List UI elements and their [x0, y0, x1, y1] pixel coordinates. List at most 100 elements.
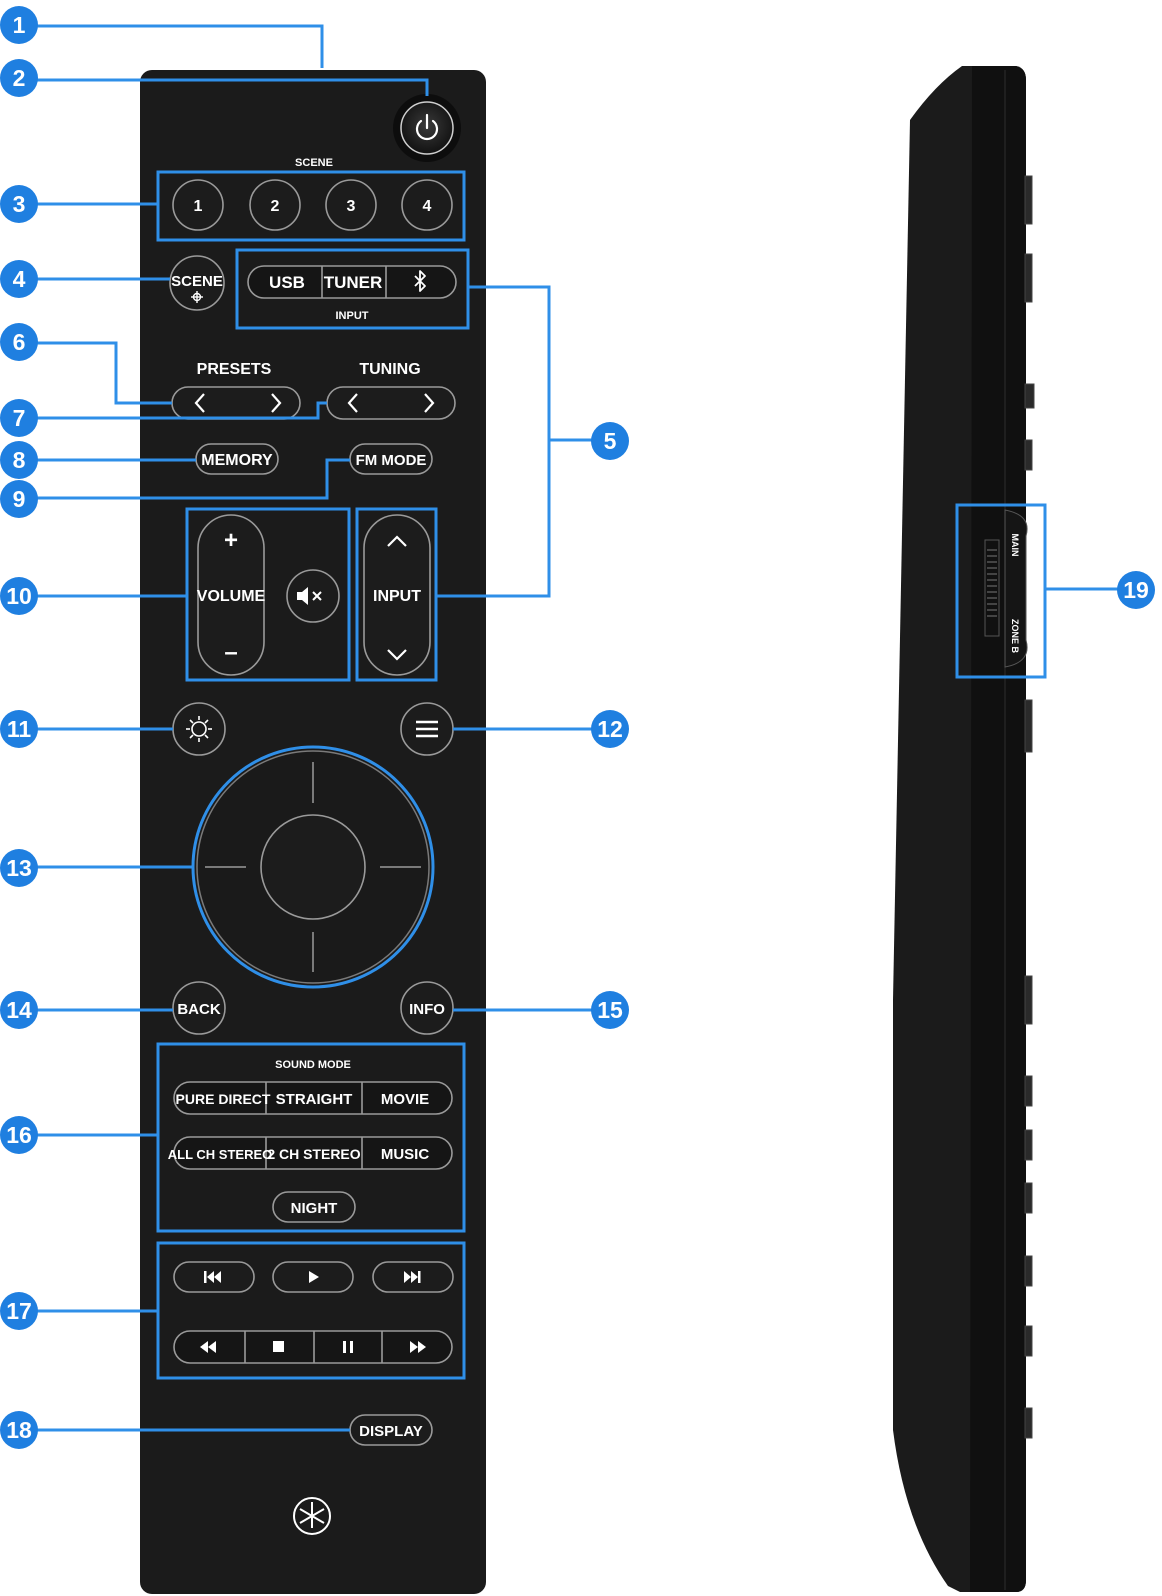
skip-forward-button[interactable] [372, 1261, 454, 1293]
enter-button[interactable] [260, 814, 366, 920]
remote-side-view [893, 66, 1026, 1592]
usb-label: USB [269, 273, 305, 292]
skip-back-button[interactable] [173, 1261, 255, 1293]
scene-button-1[interactable]: 1 [172, 179, 224, 231]
callout-11: 11 [0, 710, 38, 748]
info-button[interactable]: INFO [400, 981, 454, 1035]
2ch-stereo-button[interactable]: 2 CH STEREO [267, 1146, 360, 1162]
callout-16: 16 [0, 1116, 38, 1154]
fm-mode-button[interactable]: FM MODE [349, 443, 433, 475]
switch-zoneb-label: ZONE B [1010, 619, 1020, 654]
callout-12: 12 [591, 710, 629, 748]
memory-label: MEMORY [201, 452, 273, 469]
sound-row2-pill [173, 1136, 453, 1170]
scene-button-3[interactable]: 3 [325, 179, 377, 231]
scene-button-4[interactable]: 4 [401, 179, 453, 231]
display-label: DISPLAY [359, 1423, 423, 1440]
scene-setting-button[interactable]: SCENE [169, 255, 225, 311]
chevron-right-icon [271, 393, 282, 413]
callout-13: 13 [0, 849, 38, 887]
rewind-icon [200, 1341, 216, 1353]
callout-10: 10 [0, 577, 38, 615]
scene-button-label: 2 [271, 198, 280, 215]
svg-text:9: 9 [13, 486, 26, 512]
pause-button[interactable] [343, 1341, 353, 1353]
callout-1: 1 [0, 6, 38, 44]
power-button[interactable] [393, 94, 461, 162]
switch-main-label: MAIN [1010, 534, 1020, 557]
power-icon [415, 113, 439, 141]
side-button-nubs [1024, 175, 1035, 1439]
scene-button-label: 3 [347, 198, 356, 215]
callout-19: 19 [1117, 571, 1155, 609]
fast-forward-button[interactable] [410, 1341, 426, 1353]
night-button[interactable]: NIGHT [272, 1191, 356, 1223]
input-select-label: INPUT [373, 588, 421, 605]
sound-mode-highlight [156, 1042, 466, 1233]
chevron-left-icon [347, 393, 358, 413]
callout-3: 3 [0, 185, 38, 223]
callout-15: 15 [591, 991, 629, 1029]
menu-icon [416, 720, 438, 738]
sound-mode-title: SOUND MODE [275, 1059, 351, 1071]
back-label: BACK [177, 1001, 220, 1018]
svg-text:19: 19 [1123, 577, 1149, 603]
usb-button[interactable]: USB [269, 273, 305, 292]
switch-highlight [955, 503, 1047, 679]
svg-text:12: 12 [597, 716, 623, 742]
svg-text:1: 1 [13, 12, 26, 38]
stop-icon [273, 1341, 284, 1352]
callout-5: 5 [591, 422, 629, 460]
svg-text:18: 18 [6, 1417, 32, 1443]
straight-button[interactable]: STRAIGHT [276, 1091, 353, 1108]
scene-button-label: 1 [194, 198, 203, 215]
gear-icon [186, 716, 212, 742]
play-icon [309, 1271, 319, 1283]
cursor-pad[interactable] [191, 745, 435, 989]
movie-button[interactable]: MOVIE [381, 1091, 429, 1108]
callout-14: 14 [0, 991, 38, 1029]
setup-button[interactable] [172, 702, 226, 756]
leader-lines [36, 24, 1118, 1432]
music-button[interactable]: MUSIC [381, 1146, 430, 1163]
scene-button-2[interactable]: 2 [249, 179, 301, 231]
svg-text:4: 4 [13, 266, 26, 292]
callout-2: 2 [0, 59, 38, 97]
chevron-down-icon [387, 649, 407, 661]
skip-back-icon [204, 1271, 221, 1283]
svg-text:10: 10 [6, 583, 32, 609]
mute-button[interactable] [286, 569, 340, 623]
svg-text:13: 13 [6, 855, 32, 881]
input-title: INPUT [336, 310, 369, 322]
gear-icon [191, 291, 203, 303]
play-button[interactable] [272, 1261, 354, 1293]
display-button[interactable]: DISPLAY [349, 1414, 433, 1446]
volume-label: VOLUME [197, 588, 266, 605]
chevron-left-icon [194, 393, 205, 413]
callout-18: 18 [0, 1411, 38, 1449]
yamaha-logo [293, 1497, 331, 1535]
memory-button[interactable]: MEMORY [195, 443, 279, 475]
pause-icon [343, 1341, 353, 1353]
fm-mode-label: FM MODE [356, 452, 427, 469]
chevron-right-icon [424, 393, 435, 413]
all-ch-stereo-button[interactable]: ALL CH STEREO [168, 1147, 273, 1162]
zone-slide-switch[interactable]: MAIN ZONE B [984, 509, 1028, 668]
volume-rocker[interactable]: + VOLUME – [197, 514, 266, 676]
stop-button[interactable] [273, 1341, 284, 1352]
presets-rocker[interactable] [171, 386, 301, 420]
option-button[interactable] [400, 702, 454, 756]
tuner-button[interactable]: TUNER [324, 273, 383, 292]
volume-up-label: + [224, 527, 238, 554]
bluetooth-button[interactable] [414, 270, 426, 292]
back-button[interactable]: BACK [172, 981, 226, 1035]
pure-direct-button[interactable]: PURE DIRECT [176, 1091, 271, 1107]
tuning-rocker[interactable] [326, 386, 456, 420]
svg-text:7: 7 [13, 405, 26, 431]
scene-button-label: 4 [423, 198, 432, 215]
volume-down-label: – [224, 639, 237, 666]
svg-text:5: 5 [604, 428, 617, 454]
rewind-button[interactable] [200, 1341, 216, 1353]
input-select-rocker[interactable]: INPUT [363, 514, 431, 676]
